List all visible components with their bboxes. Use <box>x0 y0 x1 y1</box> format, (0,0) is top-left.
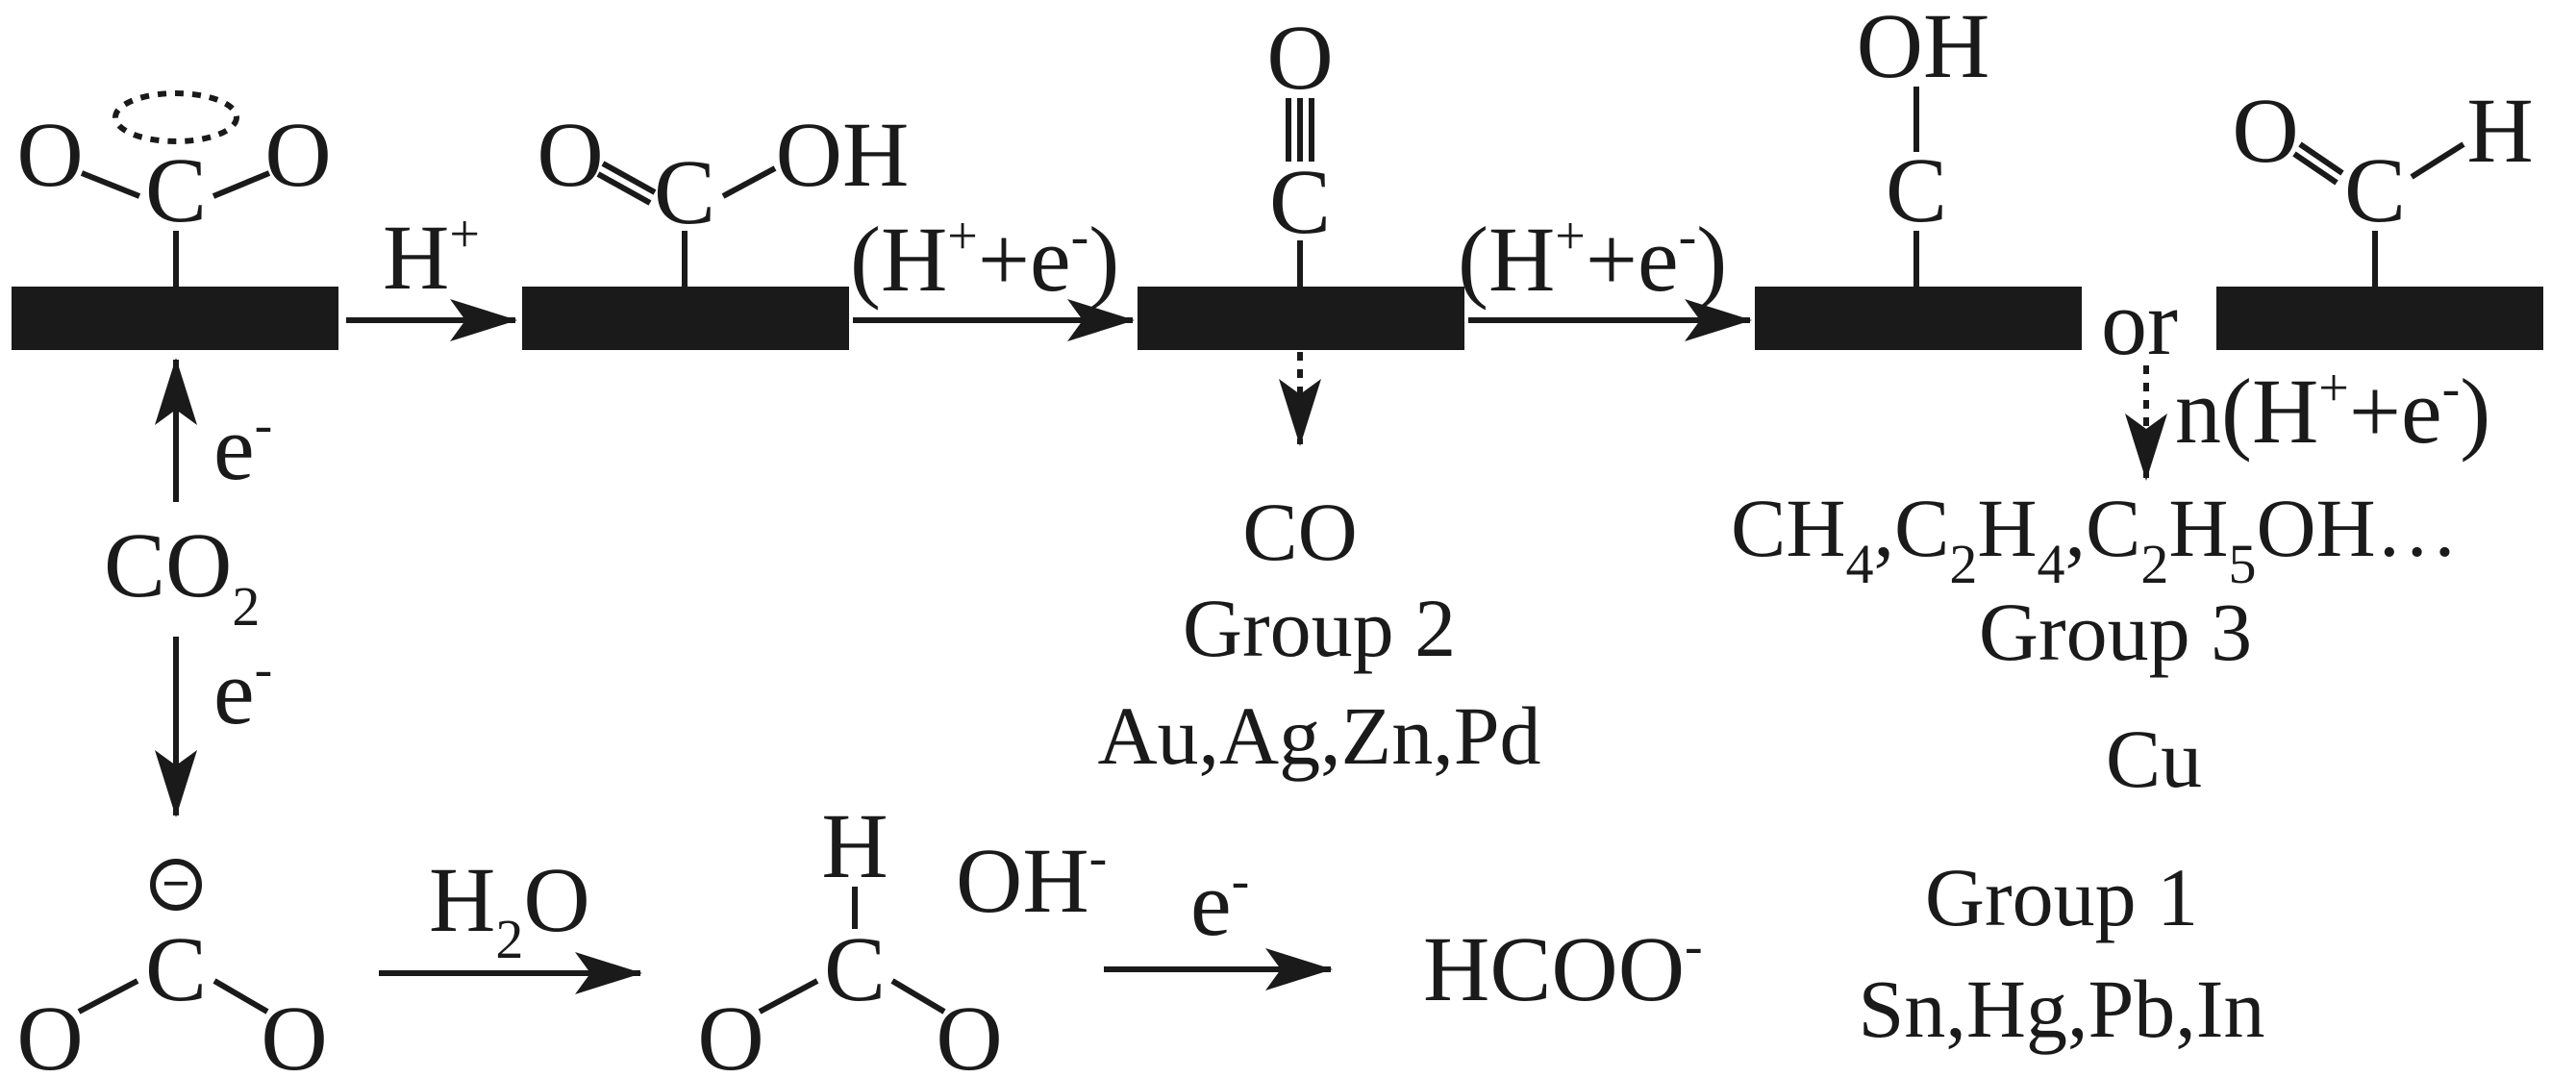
oxygen-right-label: O <box>261 987 327 1078</box>
carbon-label: C <box>654 140 715 243</box>
arrow-electron-step: e- <box>1104 851 1333 990</box>
oxygen-left-label: O <box>697 987 763 1078</box>
or-label: or <box>2101 271 2178 374</box>
oxygen-left-label: O <box>16 987 83 1078</box>
surface-bar-5 <box>2216 287 2543 350</box>
intermediate-hcoo: H C O O <box>697 794 1002 1078</box>
carbon-label: C <box>145 138 207 241</box>
arrow-water-step: H2O <box>379 848 642 994</box>
group-3-block: CH4,C2H4,C2H5OH… Group 3 Cu <box>1731 482 2459 805</box>
carbon-label: C <box>2344 138 2406 241</box>
n-proton-electron-label: n(H++e-) <box>2175 359 2490 463</box>
intermediate-co: O C <box>1266 6 1334 287</box>
proton-electron-label: (H++e-) <box>850 207 1119 311</box>
hydroxyl-label: OH <box>1857 0 1990 97</box>
surface-bar-2 <box>522 287 849 350</box>
intermediate-coh: OH C <box>1857 0 1990 287</box>
arrow-proton-electron-step-1: (H++e-) <box>850 207 1135 341</box>
oxygen-label: O <box>2232 79 2298 182</box>
hydroxyl-label: OH <box>776 103 910 206</box>
electron-up-label: e- <box>213 395 272 499</box>
hydroxide-label: OH- <box>956 828 1107 932</box>
hydrogen-label: H <box>821 794 888 897</box>
electron-down-label: e- <box>213 639 272 743</box>
oxygen-left-label: O <box>16 103 83 206</box>
formate-label: HCOO- <box>1423 916 1703 1020</box>
hydrogen-label: H <box>2466 79 2533 182</box>
oxygen-right-label: O <box>264 103 331 206</box>
negative-charge-symbol: − <box>162 857 190 912</box>
co2-label: CO2 <box>104 514 260 638</box>
surface-bar-4 <box>1755 287 2082 350</box>
group-2-name: Group 2 <box>1183 582 1456 674</box>
surface-bar-3 <box>1138 287 1464 350</box>
group-3-products: CH4,C2H4,C2H5OH… <box>1731 482 2459 595</box>
carbon-label: C <box>824 917 886 1020</box>
intermediate-cho: O C H <box>2232 79 2534 287</box>
electron-cloud-ellipse <box>113 90 239 144</box>
oxygen-right-label: O <box>936 987 1002 1078</box>
co2-radical-anion: − C O O <box>16 857 327 1078</box>
carbon-label: C <box>145 917 207 1020</box>
carbon-label: C <box>1269 150 1331 253</box>
group-2-metals: Au,Ag,Zn,Pd <box>1097 689 1540 782</box>
proton-label: H+ <box>383 205 480 309</box>
arrow-proton-electron-step-2: (H++e-) <box>1458 207 1752 341</box>
negative-charge-circle <box>150 859 202 911</box>
group-1-name: Group 1 <box>1925 851 2198 943</box>
oxygen-label: O <box>1266 6 1333 109</box>
group-3-metals: Cu <box>2106 713 2202 805</box>
intermediate-cooh: O C OH <box>537 103 909 287</box>
electron-label: e- <box>1190 851 1249 955</box>
co-product-label: CO <box>1242 486 1357 578</box>
group-2-block: CO Group 2 Au,Ag,Zn,Pd <box>1097 486 1540 782</box>
intermediate-co2-adsorbed: O C O <box>16 90 332 287</box>
group-1-block: Group 1 Sn,Hg,Pb,In <box>1859 851 2265 1055</box>
surface-bar-1 <box>12 287 338 350</box>
proton-electron-label: (H++e-) <box>1458 207 1727 311</box>
group-1-metals: Sn,Hg,Pb,In <box>1859 963 2265 1055</box>
water-label: H2O <box>429 848 590 970</box>
carbon-label: C <box>1886 138 1947 241</box>
arrow-proton-step: H+ <box>346 205 517 341</box>
group-3-name: Group 3 <box>1979 586 2252 678</box>
oxygen-label: O <box>537 103 603 206</box>
